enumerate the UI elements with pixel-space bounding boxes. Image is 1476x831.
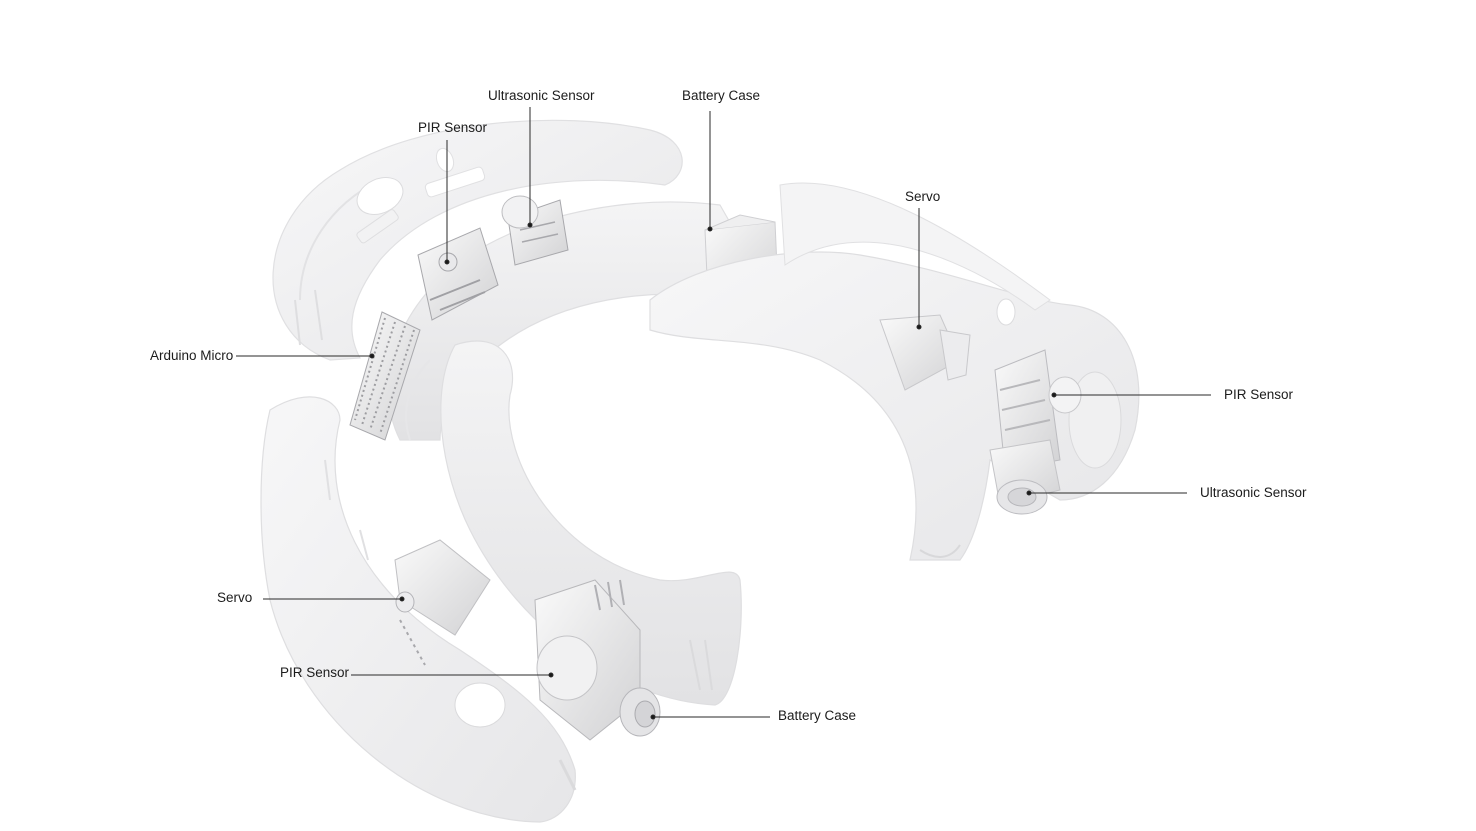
label-pir-sensor-bottom: PIR Sensor (280, 665, 350, 680)
shell-right (649, 182, 1140, 561)
label-servo-right: Servo (905, 189, 941, 204)
servo-bottom-part (394, 539, 491, 666)
arduino-micro-board (349, 311, 421, 441)
ultrasonic-sensor-top-part (501, 195, 569, 266)
shell-top-left-outer (272, 119, 683, 361)
label-ultrasonic-sensor-right: Ultrasonic Sensor (1200, 485, 1307, 500)
label-ultrasonic-sensor-top: Ultrasonic Sensor (488, 88, 595, 103)
label-pir-sensor-right: PIR Sensor (1224, 387, 1294, 402)
label-battery-case-bottom: Battery Case (778, 708, 857, 723)
label-battery-case-top: Battery Case (682, 88, 761, 103)
label-pir-sensor-top: PIR Sensor (418, 120, 488, 135)
shell-bottom-inner-tube (440, 340, 742, 706)
label-arduino-micro: Arduino Micro (150, 348, 234, 363)
shell-bottom-left-outer (260, 396, 577, 823)
label-servo-left: Servo (217, 590, 253, 605)
pir-battery-bottom-part (534, 579, 661, 741)
leader-lines (236, 107, 1211, 720)
